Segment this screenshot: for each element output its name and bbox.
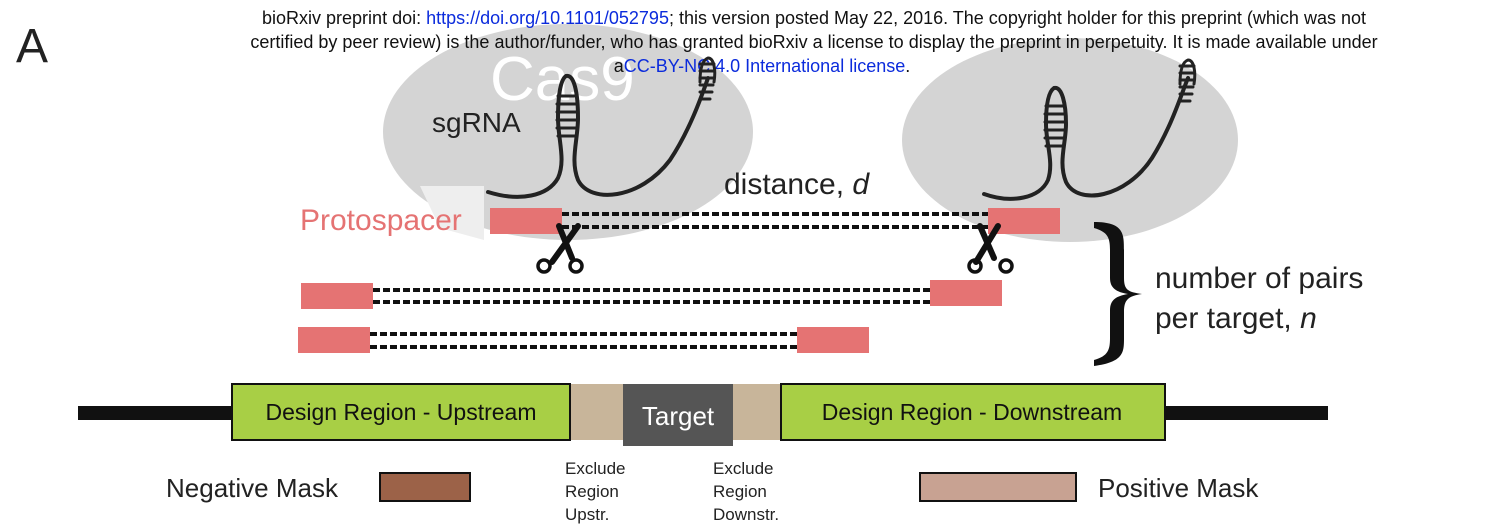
- dna-pair3: [370, 332, 797, 349]
- pairs-label-line2: per target, n: [1155, 302, 1317, 335]
- sgrna-right-icon: [982, 58, 1197, 201]
- sgrna-left-icon: [486, 56, 717, 199]
- sgrna-label: sgRNA: [432, 107, 521, 138]
- protospacer-pair1-right: [988, 208, 1060, 234]
- header-line-3: aCC-BY-NC 4.0 International license.: [614, 56, 911, 76]
- target-region: [623, 384, 733, 446]
- design-region-downstream-label: Design Region - Downstream: [822, 399, 1122, 425]
- svg-text:Exclude: Exclude: [565, 459, 625, 478]
- design-region-downstream: [780, 383, 1166, 441]
- license-link[interactable]: CC-BY-NC 4.0 International license: [624, 56, 905, 76]
- doi-link[interactable]: https://doi.org/10.1101/052795: [426, 8, 669, 28]
- protospacer-pair3-left: [298, 327, 370, 353]
- target-label: Target: [642, 401, 715, 431]
- scissors-icon-left: [536, 223, 584, 274]
- cas9-notch: [420, 186, 484, 240]
- dna-pair2: [373, 288, 930, 304]
- scissors-icon-right: [967, 223, 1014, 274]
- exclude-region-upstream: [571, 384, 623, 440]
- curly-brace-icon: [1094, 222, 1142, 366]
- positive-mask-swatch: [919, 472, 1077, 502]
- protospacer-pair1-left: [490, 208, 562, 234]
- negative-mask-swatch: [379, 472, 471, 502]
- design-region-upstream-label: Design Region - Upstream: [265, 399, 536, 425]
- distance-label: distance, d: [724, 168, 870, 201]
- svg-text:Region: Region: [713, 482, 767, 501]
- negative-mask-label: Negative Mask: [166, 473, 339, 503]
- svg-text:Exclude: Exclude: [713, 459, 773, 478]
- svg-text:Downstr.: Downstr.: [713, 505, 779, 524]
- svg-text:Region: Region: [565, 482, 619, 501]
- protospacer-pair3-right: [797, 327, 869, 353]
- protospacer-label: Protospacer: [300, 204, 462, 237]
- protospacer-pair2-right: [930, 280, 1002, 306]
- panel-label: A: [16, 20, 48, 73]
- positive-mask-label: Positive Mask: [1098, 473, 1259, 503]
- exclude-down-label: Exclude Region Downstr.: [713, 459, 779, 524]
- header-line-1: bioRxiv preprint doi: https://doi.org/10…: [262, 8, 1366, 28]
- protospacer-pair2-left: [301, 283, 373, 309]
- design-region-upstream: [231, 383, 571, 441]
- svg-text:Upstr.: Upstr.: [565, 505, 609, 524]
- dna-pair1: [562, 212, 988, 229]
- header-line-2: certified by peer review) is the author/…: [250, 32, 1377, 52]
- pairs-label-line1: number of pairs: [1155, 262, 1363, 295]
- cas9-ellipse-right: [902, 38, 1238, 242]
- exclude-up-label: Exclude Region Upstr.: [565, 459, 625, 524]
- exclude-region-downstream: [733, 384, 780, 440]
